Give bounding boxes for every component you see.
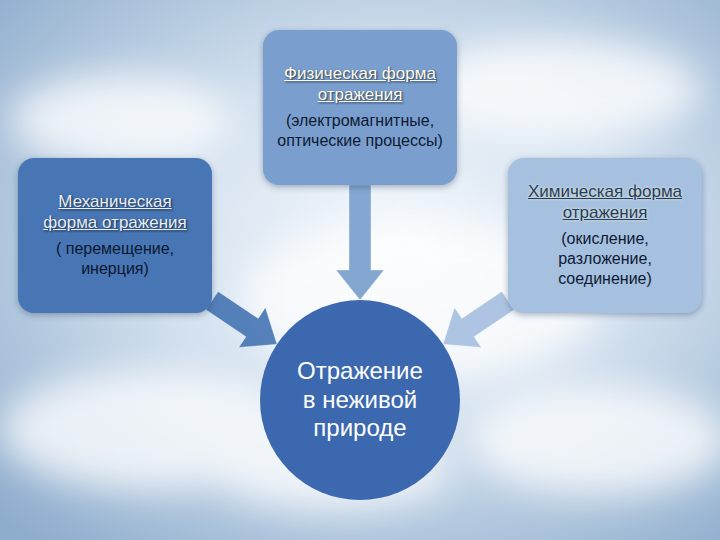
box-body: (электромагнитные, оптические процессы): [275, 111, 445, 151]
summary-circle: Отражение в неживой природе: [260, 300, 460, 500]
box-heading: Механическая форма отражения: [30, 192, 200, 233]
box-body: (окисление, разложение, соединение): [520, 229, 690, 289]
box-heading: Физическая форма отражения: [275, 64, 445, 105]
box-heading: Химическая форма отражения: [520, 182, 690, 223]
block-arrow: [336, 185, 384, 300]
process-box: Химическая форма отражения (окисление, ра…: [508, 158, 702, 313]
circle-fill: [260, 300, 460, 500]
process-box: Физическая форма отражения (электромагнит…: [263, 30, 457, 185]
process-box: Механическая форма отражения ( перемещени…: [18, 158, 212, 313]
box-body: ( перемещение, инерция): [30, 239, 200, 279]
circle-label: Отражение в неживой природе: [290, 357, 430, 443]
block-arrow: [443, 291, 514, 347]
block-arrow: [206, 291, 277, 347]
